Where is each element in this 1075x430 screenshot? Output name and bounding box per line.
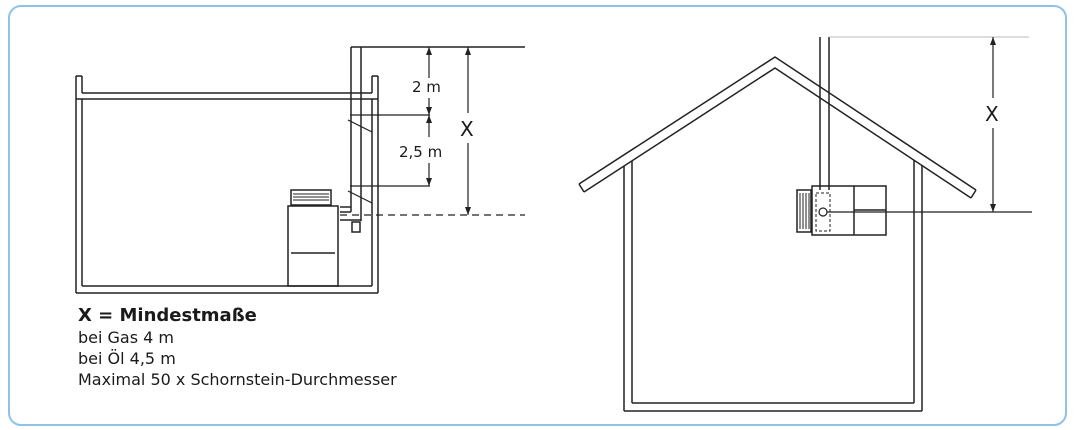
dimension-label-2-5m: 2,5 m bbox=[399, 143, 442, 161]
caption-line-oil: bei Öl 4,5 m bbox=[78, 349, 176, 368]
right-dimension-lines bbox=[990, 37, 996, 212]
dimension-label-2m: 2 m bbox=[412, 78, 441, 96]
left-chimney bbox=[340, 46, 525, 233]
left-boiler bbox=[287, 189, 339, 287]
dimension-label-x-left: X bbox=[460, 117, 474, 141]
right-boiler bbox=[796, 185, 1032, 236]
left-building bbox=[75, 75, 379, 294]
left-level-markers bbox=[340, 114, 525, 216]
caption-block: X = Mindestmaße bei Gas 4 m bei Öl 4,5 m… bbox=[78, 304, 397, 390]
caption-title: X = Mindestmaße bbox=[78, 305, 257, 326]
caption-line-gas: bei Gas 4 m bbox=[78, 328, 175, 347]
left-dimension-lines bbox=[426, 47, 471, 215]
caption-line-max: Maximal 50 x Schornstein-Durchmesser bbox=[78, 370, 397, 389]
right-house bbox=[578, 56, 977, 412]
frame-border bbox=[8, 5, 1067, 426]
right-chimney bbox=[819, 36, 1029, 190]
dimension-label-x-right: X bbox=[985, 102, 999, 126]
